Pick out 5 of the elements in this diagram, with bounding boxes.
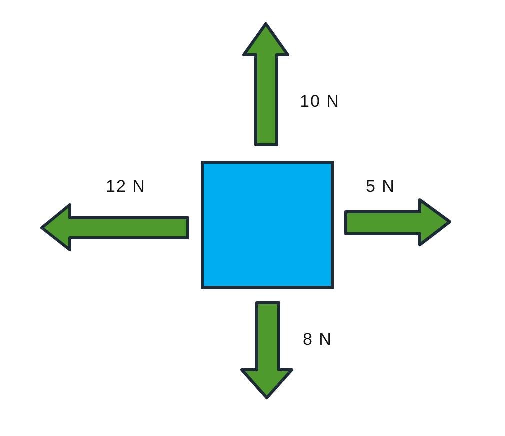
force-label: 12 N	[106, 177, 146, 197]
force-label: 5 N	[366, 177, 396, 197]
block	[201, 161, 334, 289]
force-label: 8 N	[303, 330, 332, 350]
force-label: 10 N	[300, 92, 340, 112]
